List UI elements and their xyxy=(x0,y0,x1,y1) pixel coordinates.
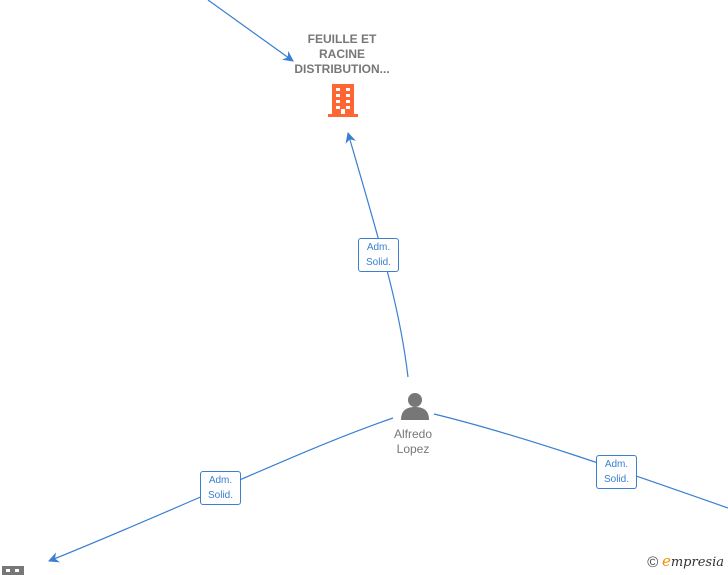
edge-offscreen-to-company xyxy=(207,0,294,62)
edge-label-line1: Adm. xyxy=(604,459,629,470)
copyright-icon: © xyxy=(647,554,659,571)
brand-watermark: © empresia xyxy=(647,552,724,571)
edge-label-line2: Solid. xyxy=(207,490,233,501)
edge-label-right[interactable]: Adm. Solid. xyxy=(596,455,637,489)
person-icon[interactable] xyxy=(401,393,429,420)
edge-label-left[interactable]: Adm. Solid. xyxy=(200,471,241,505)
company-name-line2: RACINE xyxy=(318,47,365,61)
company-name[interactable]: FEUILLE ET RACINE DISTRIBUTION... xyxy=(283,32,401,77)
brand-logo-initial: e xyxy=(661,552,671,570)
brand-logo-text: mpresia xyxy=(670,555,724,570)
building-icon[interactable] xyxy=(328,84,358,117)
edge-person-to-right xyxy=(433,413,728,509)
person-name-line1: Alfredo xyxy=(393,427,433,441)
building-icon-partial[interactable] xyxy=(2,566,24,575)
edge-label-line2: Solid. xyxy=(365,257,391,268)
person-name[interactable]: Alfredo Lopez xyxy=(378,427,448,457)
edge-label-line2: Solid. xyxy=(603,474,629,485)
edge-label-line1: Adm. xyxy=(366,242,391,253)
edge-label-line1: Adm. xyxy=(208,475,233,486)
company-name-line3: DISTRIBUTION... xyxy=(294,62,390,76)
company-name-line1: FEUILLE ET xyxy=(307,32,377,46)
edge-person-to-company xyxy=(345,131,409,378)
edge-person-to-left-company xyxy=(47,417,394,563)
edge-label-top[interactable]: Adm. Solid. xyxy=(358,238,399,272)
person-name-line2: Lopez xyxy=(396,442,430,456)
